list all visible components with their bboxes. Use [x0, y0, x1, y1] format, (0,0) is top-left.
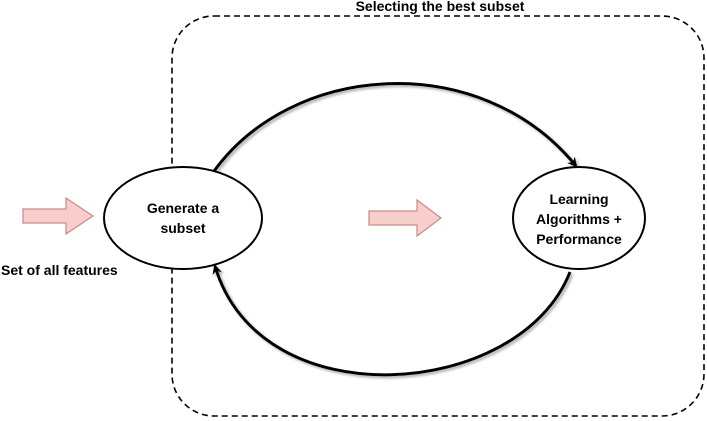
learning-node-line-1: Learning — [549, 191, 608, 207]
learning-performance-node: Learning Algorithms + Performance — [512, 166, 646, 270]
learning-node-line-3: Performance — [536, 231, 622, 247]
learning-node-line-2: Algorithms + — [536, 211, 622, 227]
feedback-edge — [212, 264, 572, 377]
generate-node-line-2: subset — [160, 220, 205, 236]
generate-subset-node: Generate a subset — [103, 166, 263, 270]
input-arrow-icon — [22, 196, 95, 236]
input-label: Set of all features — [1, 262, 118, 278]
boundary-title: Selecting the best subset — [356, 0, 525, 14]
generate-node-line-1: Generate a — [147, 200, 220, 216]
flow-arrow-icon — [368, 198, 442, 238]
forward-edge — [210, 82, 578, 175]
selection-boundary — [171, 15, 705, 417]
